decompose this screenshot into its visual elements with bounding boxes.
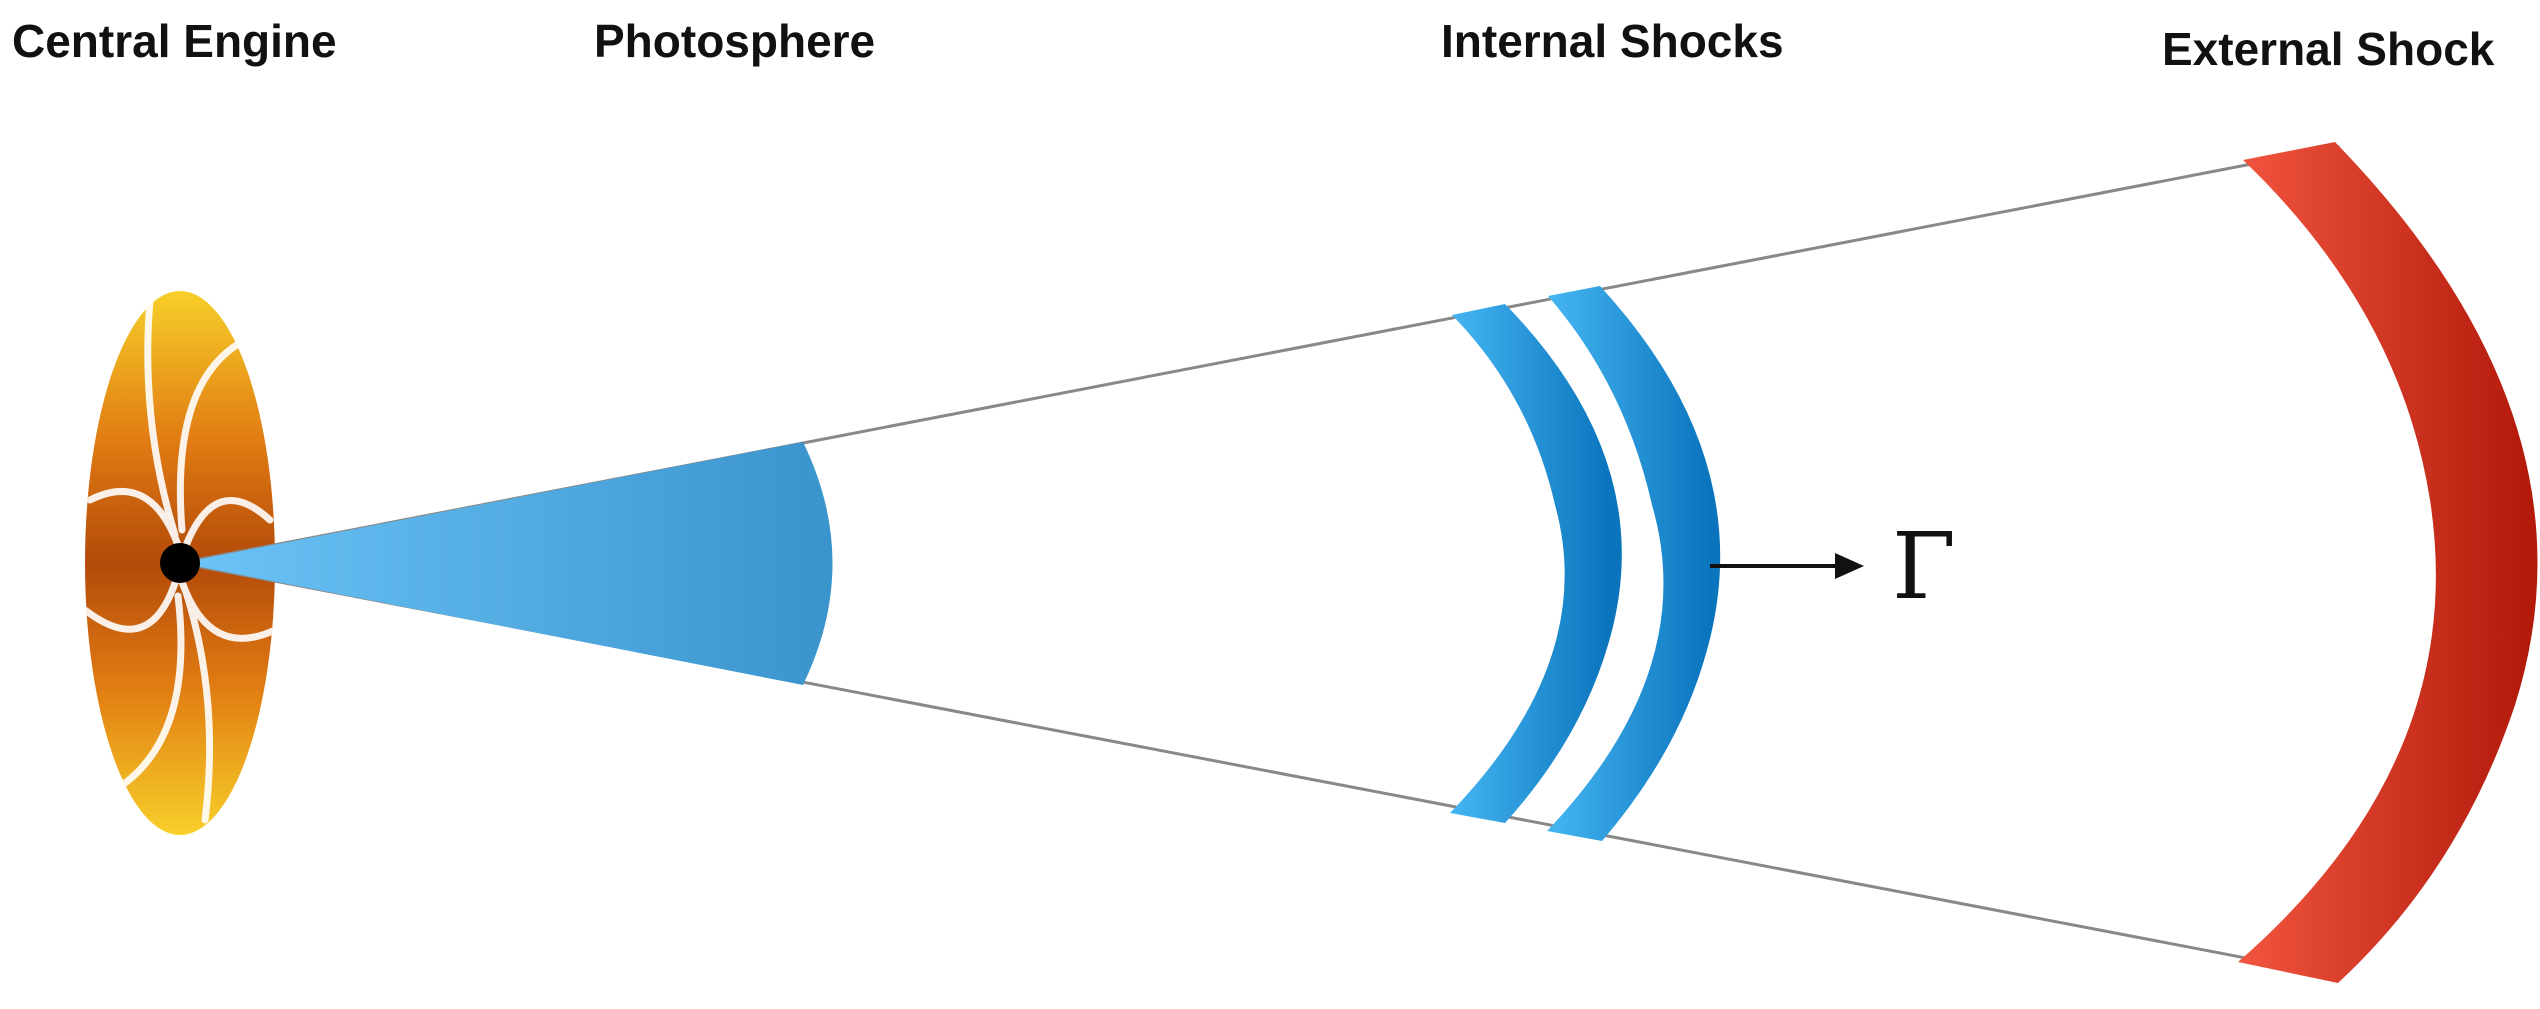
central-engine-label: Central Engine (12, 15, 337, 67)
internal-shock-shell-inner (1450, 304, 1622, 823)
external-shock-shell (2238, 142, 2538, 983)
photosphere-label: Photosphere (594, 15, 875, 67)
photosphere-wedge (180, 442, 833, 685)
external-shock-label: External Shock (2162, 23, 2495, 75)
right-arrow-icon (1710, 553, 1864, 579)
internal-shocks-label: Internal Shocks (1441, 15, 1784, 67)
lorentz-factor-label: Γ (1892, 513, 1956, 620)
central-core (160, 543, 200, 583)
internal-shock-shell-outer (1547, 286, 1721, 841)
